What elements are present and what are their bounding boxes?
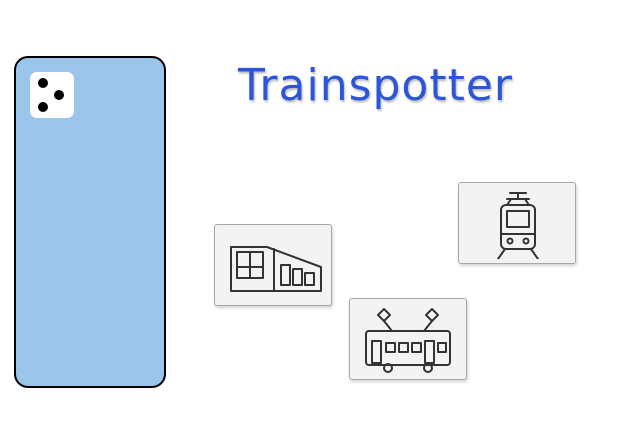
camera-lens bbox=[38, 78, 48, 88]
train-card-trolley[interactable] bbox=[349, 298, 467, 380]
high-speed-train-icon bbox=[230, 246, 322, 292]
camera-lens bbox=[54, 90, 64, 100]
trolley-tram-icon bbox=[365, 308, 451, 373]
camera-module bbox=[30, 72, 74, 118]
tram-front-icon bbox=[497, 192, 539, 259]
phone-mockup bbox=[14, 56, 166, 388]
app-title: Trainspotter bbox=[238, 60, 514, 111]
train-card-tram[interactable] bbox=[458, 182, 576, 264]
train-card-high-speed[interactable] bbox=[214, 224, 332, 306]
camera-lens bbox=[38, 102, 48, 112]
